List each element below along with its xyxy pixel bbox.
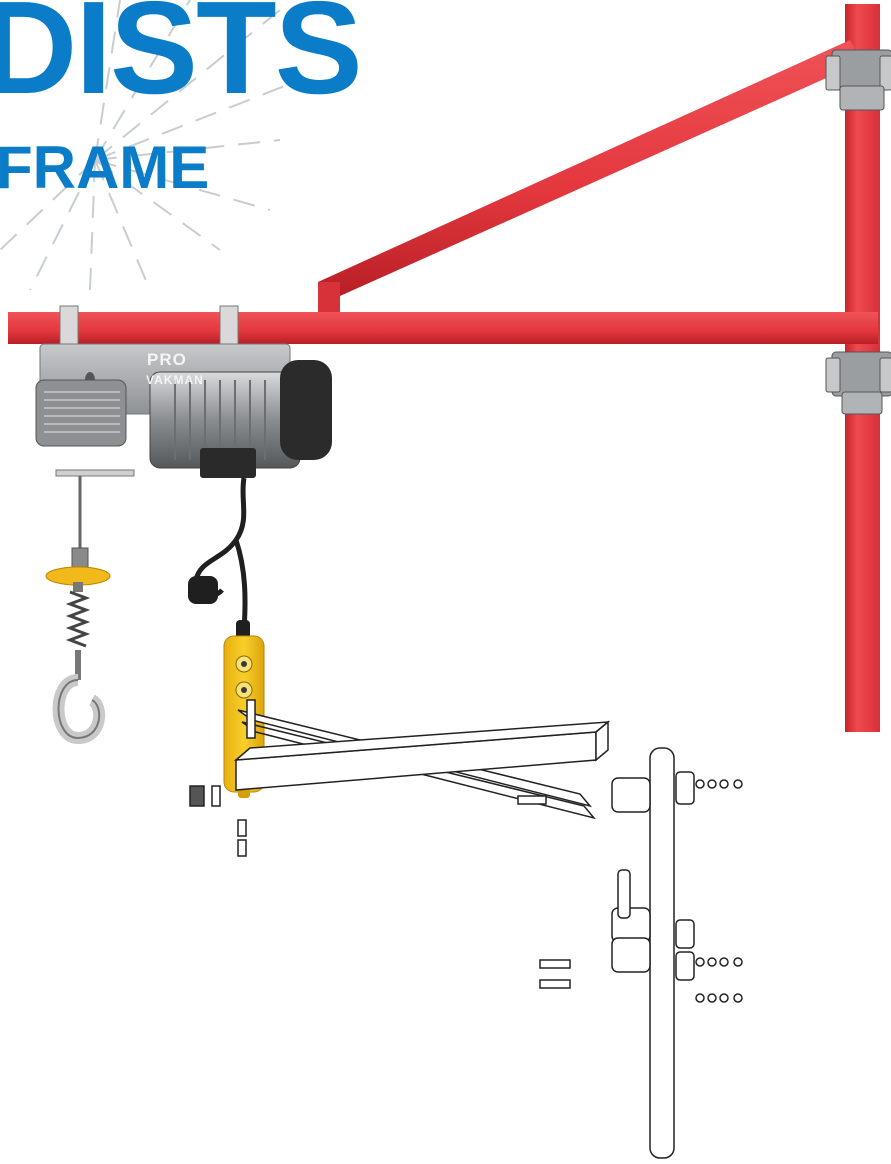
electric-hoist	[35, 343, 332, 478]
hoist-brand-name: VAKMAN	[146, 373, 204, 387]
hoist-logo: PRO	[147, 350, 187, 369]
headline: DISTS	[0, 0, 363, 121]
horizontal-boom	[8, 312, 878, 344]
assembly-diagram	[189, 699, 743, 1159]
top-clamp	[825, 49, 891, 111]
subheadline: FRAME	[0, 134, 210, 201]
bottom-clamp	[825, 351, 891, 415]
diagonal-brace	[318, 40, 862, 296]
